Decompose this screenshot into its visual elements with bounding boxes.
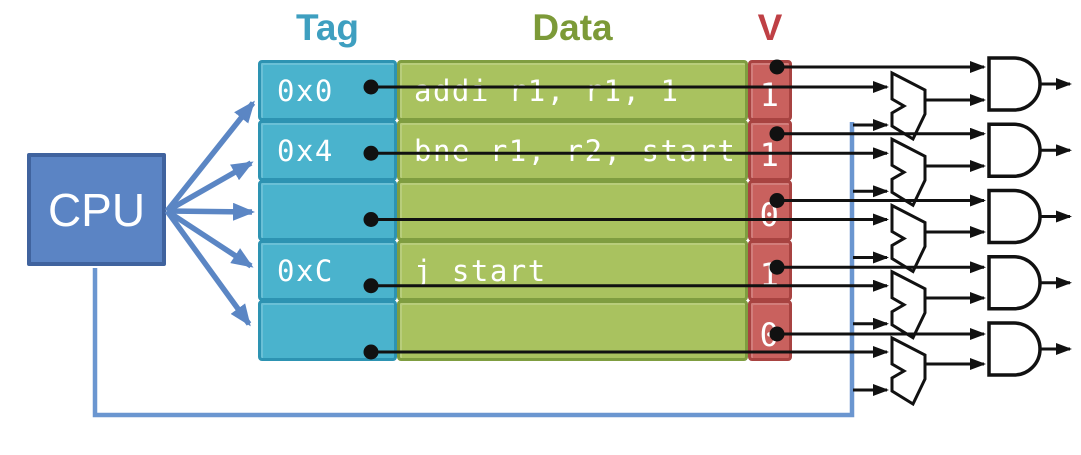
tag-column-header: Tag xyxy=(295,7,360,48)
equality-comparator-icon xyxy=(890,136,927,208)
cpu-to-tag-arrow xyxy=(165,160,254,214)
and-gate-icon xyxy=(987,188,1042,245)
connection-dot xyxy=(769,193,785,208)
data-cell: bne r1, r2, start xyxy=(397,120,748,181)
and-gate-icon xyxy=(987,122,1042,178)
connection-dot xyxy=(769,259,785,275)
cpu-to-tag-arrow xyxy=(165,208,254,269)
connection-dot xyxy=(363,278,379,294)
cpu-to-tag-arrow xyxy=(164,100,256,213)
equality-comparator-icon xyxy=(890,269,927,340)
valid-cell: 1 xyxy=(748,240,792,301)
cpu-to-tag-arrow xyxy=(166,202,255,221)
tag-cell xyxy=(258,180,397,241)
connection-dot xyxy=(769,59,785,75)
cpu-label: CPU xyxy=(47,183,146,236)
valid-column-header: V xyxy=(757,7,783,48)
cpu-box: CPU xyxy=(27,153,166,266)
connection-dot xyxy=(769,126,785,142)
cpu-to-tag-arrow xyxy=(164,209,252,327)
connection-dot xyxy=(363,344,379,360)
data-cell: addi r1, r1, 1 xyxy=(397,60,748,121)
connection-dot xyxy=(363,212,379,227)
and-gate-icon xyxy=(987,321,1042,377)
data-column-header: Data xyxy=(532,7,613,48)
connection-dot xyxy=(363,79,379,95)
equality-comparator-icon xyxy=(890,335,927,407)
equality-comparator-icon xyxy=(890,70,927,142)
valid-cell: 1 xyxy=(748,120,792,181)
data-cell: j start xyxy=(397,240,748,301)
connection-dot xyxy=(769,326,785,342)
data-cell xyxy=(397,180,748,241)
connection-dot xyxy=(363,145,379,161)
and-gate-icon xyxy=(987,255,1042,311)
and-gate-icon xyxy=(987,56,1042,112)
equality-comparator-icon xyxy=(890,203,927,274)
